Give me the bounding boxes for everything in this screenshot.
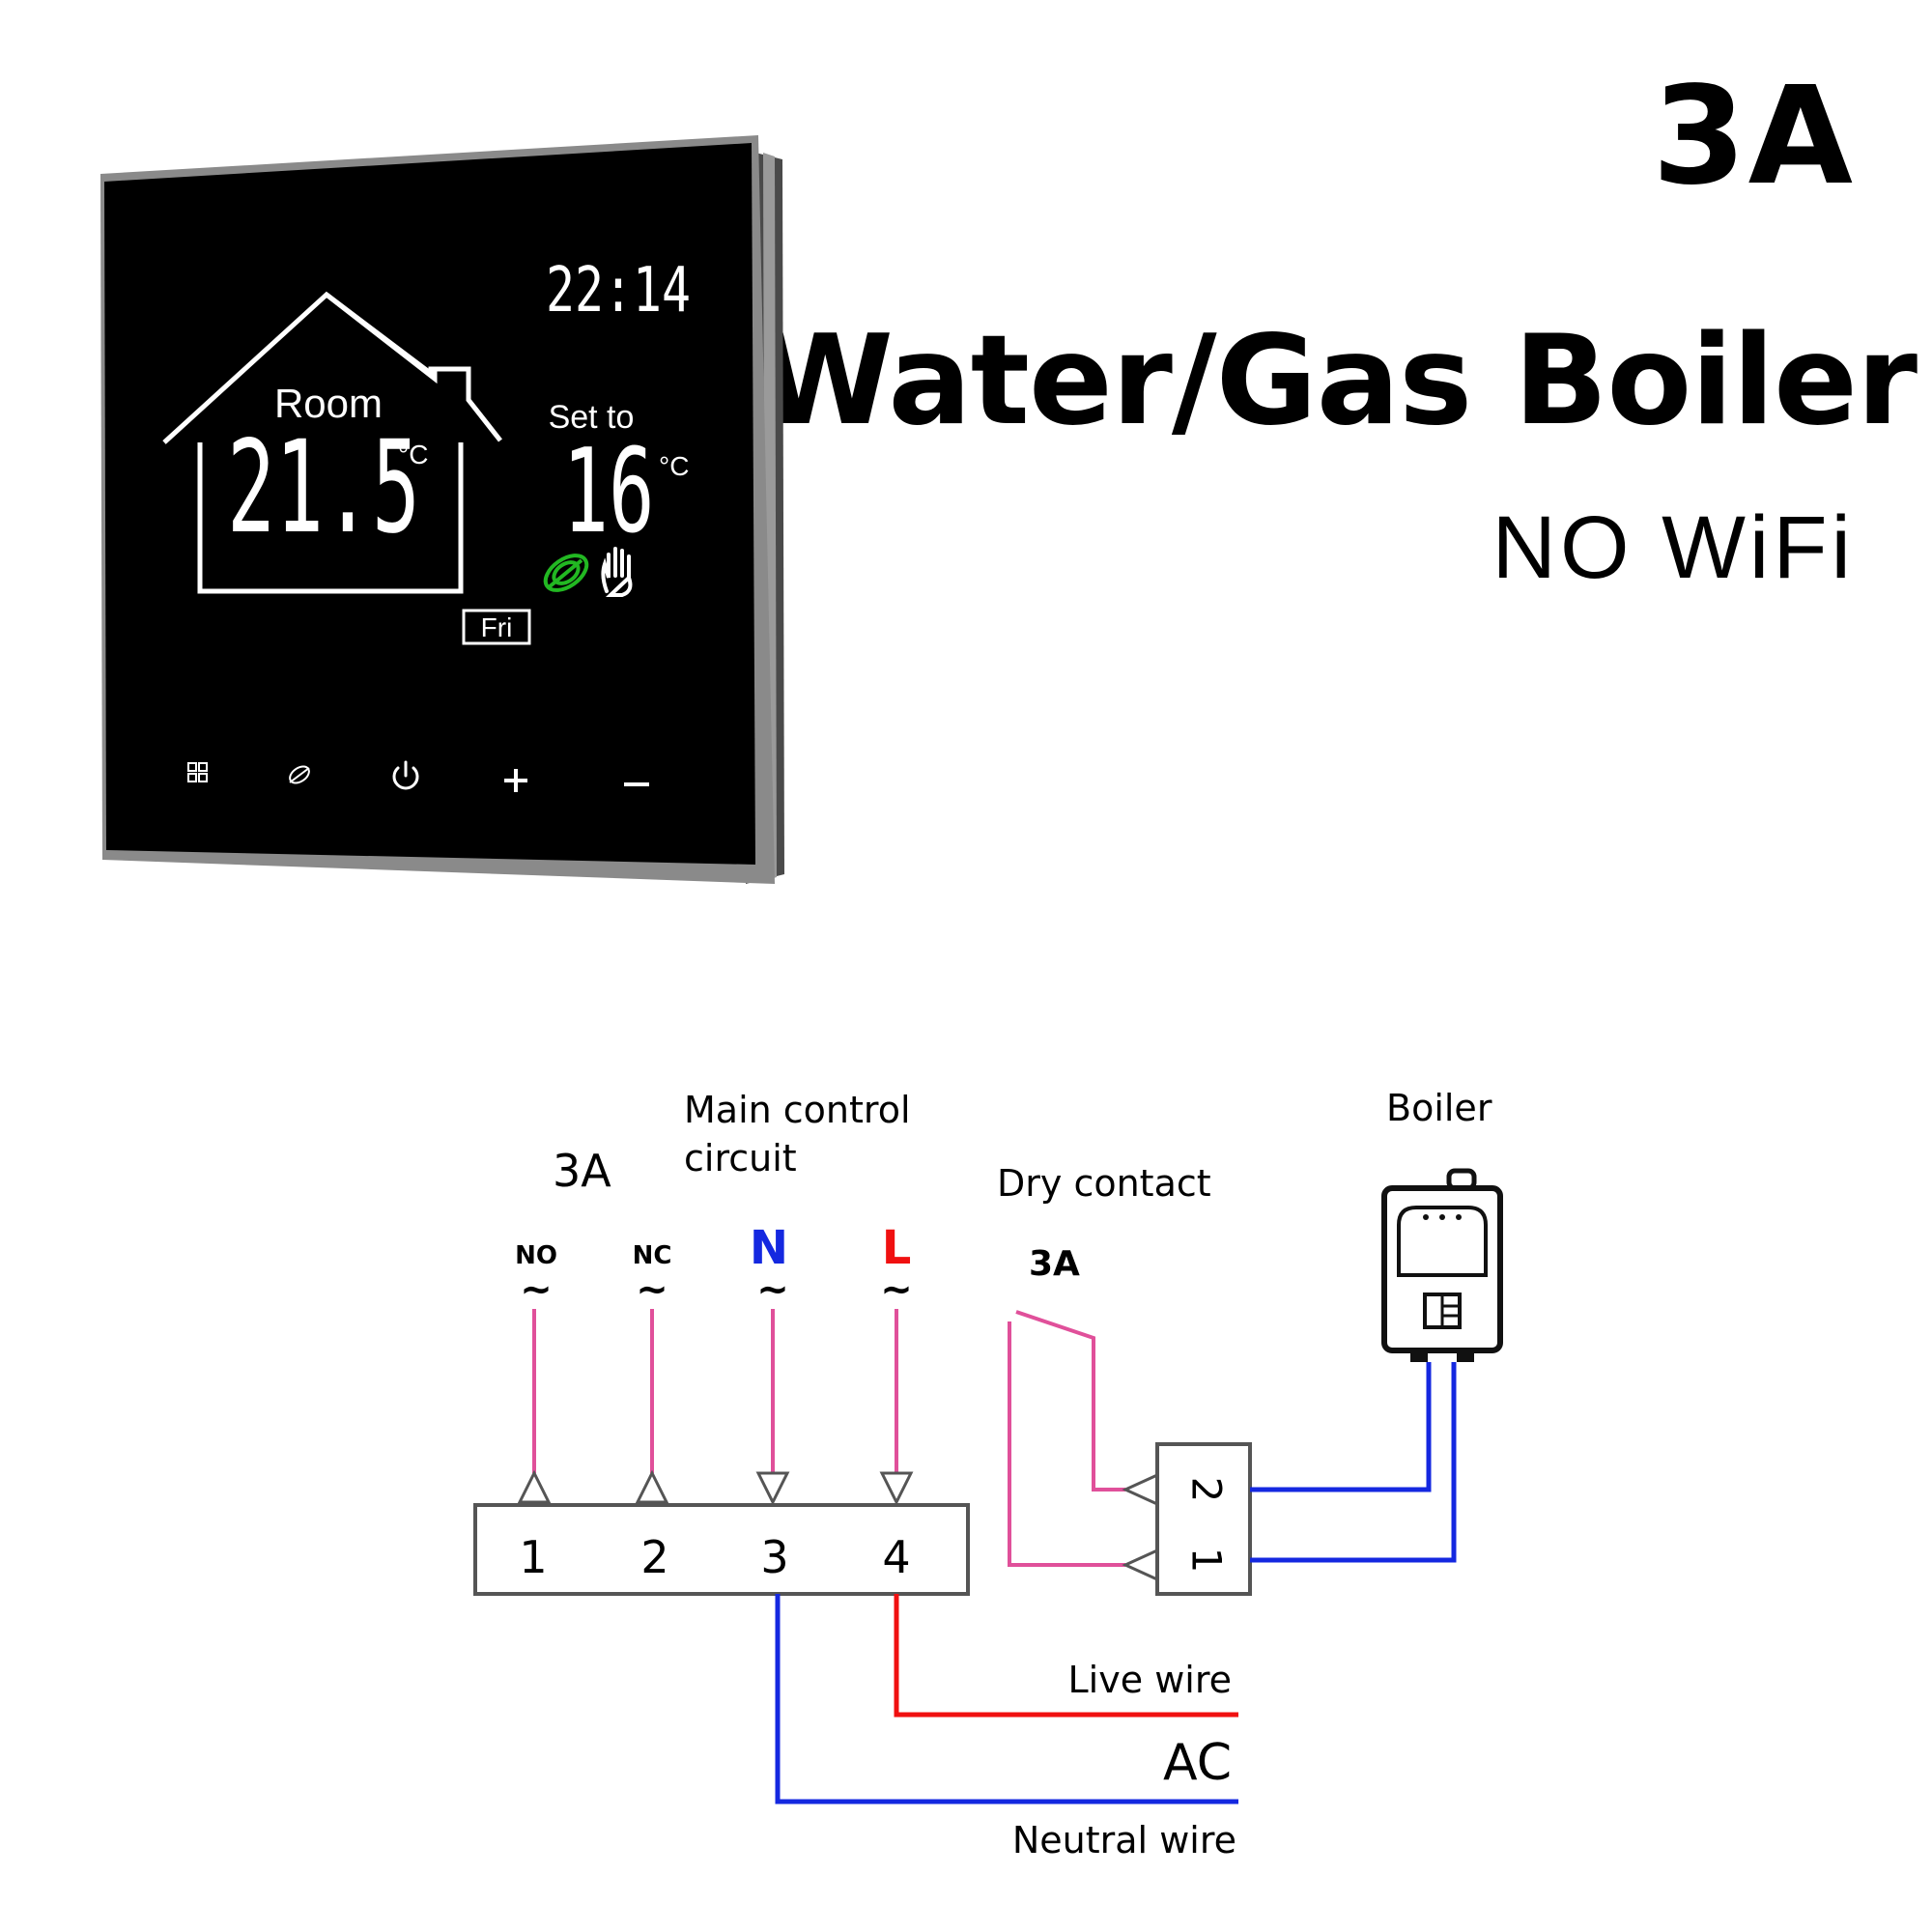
terminal-1-wave: ~ [520,1267,553,1312]
terminal-block [473,1503,970,1596]
menu-grid-icon[interactable] [187,762,208,782]
set-to-label: Set to [549,399,635,436]
wifi-note: NO WiFi [1492,498,1855,597]
terminal-l-label: L [882,1221,912,1275]
house-outline-icon [162,291,502,594]
wiring-diagram: 3A Main control circuit Dry contact 3A B… [473,1087,1503,1861]
room-temperature: 21.5 [227,413,420,562]
thermostat-screen [104,143,755,865]
eco-icon[interactable] [287,763,312,786]
boiler-label: Boiler [1386,1087,1492,1129]
terminal-nc-label: NC [633,1241,672,1270]
boiler-terminal-block [1155,1442,1252,1596]
power-icon[interactable] [392,760,419,790]
control-wires [532,1309,1125,1567]
terminal-4-wave: ~ [880,1267,913,1312]
boiler-terminal-2: 2 [1183,1477,1231,1503]
terminal-3-number: 3 [760,1531,788,1583]
ac-label: AC [1163,1734,1232,1792]
product-type-heading: Water/Gas Boiler [756,309,1918,453]
plus-icon[interactable] [504,769,527,792]
clock-display: 22:14 [546,255,691,327]
boiler-icon [1381,1168,1503,1362]
day-box [462,609,531,645]
terminal-no-label: NO [515,1241,557,1270]
terminal-connectors [517,1469,1159,1582]
day-label: Fri [481,612,513,642]
room-label: Room [274,381,383,426]
eco-leaf-icon [543,554,589,592]
room-temp-unit: °C [398,440,428,469]
main-control-label: Main control [684,1089,911,1131]
terminal-4-number: 4 [882,1531,910,1583]
boiler-wires [1250,1362,1457,1563]
neutral-wire [775,1594,1238,1804]
boiler-terminal-1: 1 [1183,1548,1231,1574]
rating-heading: 3A [1652,58,1855,215]
live-wire [894,1594,1238,1718]
thermostat-device: Room 21.5 °C 22:14 Set to 16 °C Fri [100,135,784,884]
terminal-2-wave: ~ [636,1267,668,1312]
manual-hand-icon [601,547,633,597]
set-temp-unit: °C [659,451,689,481]
neutral-wire-label: Neutral wire [1012,1819,1236,1861]
dry-contact-label: Dry contact [997,1162,1211,1205]
terminal-2-number: 2 [640,1531,668,1583]
diagram-rating-label: 3A [553,1145,611,1197]
terminal-1-number: 1 [519,1531,547,1583]
terminal-3-wave: ~ [756,1267,789,1312]
terminal-n-label: N [750,1221,788,1275]
set-temperature: 16 [563,425,655,559]
circuit-label: circuit [684,1137,797,1179]
live-wire-label: Live wire [1068,1659,1232,1701]
dry-contact-rating: 3A [1029,1244,1080,1284]
